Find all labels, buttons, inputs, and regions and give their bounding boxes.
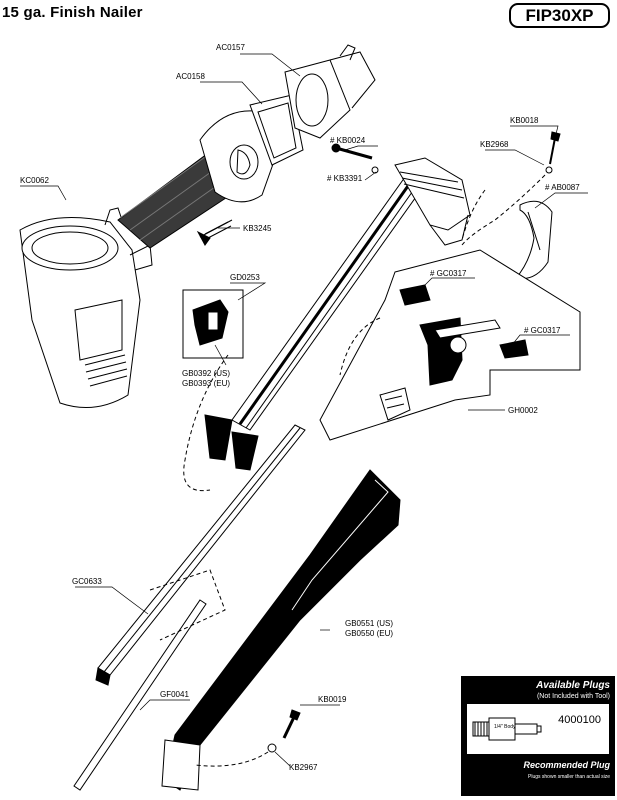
label-gc0317-lower: # GC0317 <box>524 326 561 335</box>
label-ac0157: AC0157 <box>216 43 245 52</box>
pusher-gd0253 <box>182 289 244 359</box>
label-kb2968: KB2968 <box>480 140 509 149</box>
cover-gb0551 <box>161 469 401 791</box>
label-kb3391: # KB3391 <box>327 174 363 183</box>
latch-ab0087 <box>515 200 553 280</box>
label-kb2967: KB2967 <box>289 763 318 772</box>
driver-gf0041 <box>73 599 207 791</box>
label-gb0551: GB0551 (US) <box>345 619 393 628</box>
label-kc0062: KC0062 <box>20 176 49 185</box>
bolt-kb0024 <box>331 143 379 174</box>
label-kb0024: # KB0024 <box>330 136 366 145</box>
screw-kb0019 <box>267 709 301 753</box>
magazine-rail <box>204 157 471 471</box>
label-gf0041: GF0041 <box>160 690 189 699</box>
page-title: 15 ga. Finish Nailer <box>2 4 143 21</box>
label-ac0158: AC0158 <box>176 72 205 81</box>
plugs-size-note: Plugs shown smaller than actual size <box>528 774 610 780</box>
pin-kb0018 <box>545 131 561 174</box>
leader-lines <box>20 53 588 767</box>
available-plugs-panel: Available Plugs (Not Included with Tool)… <box>461 676 615 796</box>
housing-body <box>19 207 153 408</box>
plug-part-number: 4000100 <box>558 714 601 726</box>
recommended-plug-label: Recommended Plug <box>523 760 610 770</box>
label-ab0087: # AB0087 <box>545 183 580 192</box>
model-badge: FIP30XP <box>509 3 610 28</box>
plug-icon: 1/4" Body <box>472 717 542 741</box>
label-kb0018: KB0018 <box>510 116 539 125</box>
label-kb3245: KB3245 <box>243 224 272 233</box>
label-gc0317-upper: # GC0317 <box>430 269 467 278</box>
label-gb0392: GB0392 (US) <box>182 369 230 378</box>
plugs-subtitle: (Not Included with Tool) <box>536 693 610 700</box>
label-gc0633: GC0633 <box>72 577 102 586</box>
plug-illustration-panel: 1/4" Body 4000100 <box>467 704 609 754</box>
plugs-title: Available Plugs <box>536 680 610 691</box>
label-gb0550: GB0550 (EU) <box>345 629 393 638</box>
rear-cap <box>199 44 376 203</box>
gh0002-assembly <box>319 249 581 441</box>
dashed-connectors <box>149 174 546 767</box>
label-kb0019: KB0019 <box>318 695 347 704</box>
label-gd0253: GD0253 <box>230 273 260 282</box>
label-gb0393: GB0393 (EU) <box>182 379 230 388</box>
screw-kb3245 <box>196 219 233 246</box>
guide-gc0633 <box>95 424 306 686</box>
plug-body-label: 1/4" Body <box>494 724 516 730</box>
label-gh0002: GH0002 <box>508 406 538 415</box>
